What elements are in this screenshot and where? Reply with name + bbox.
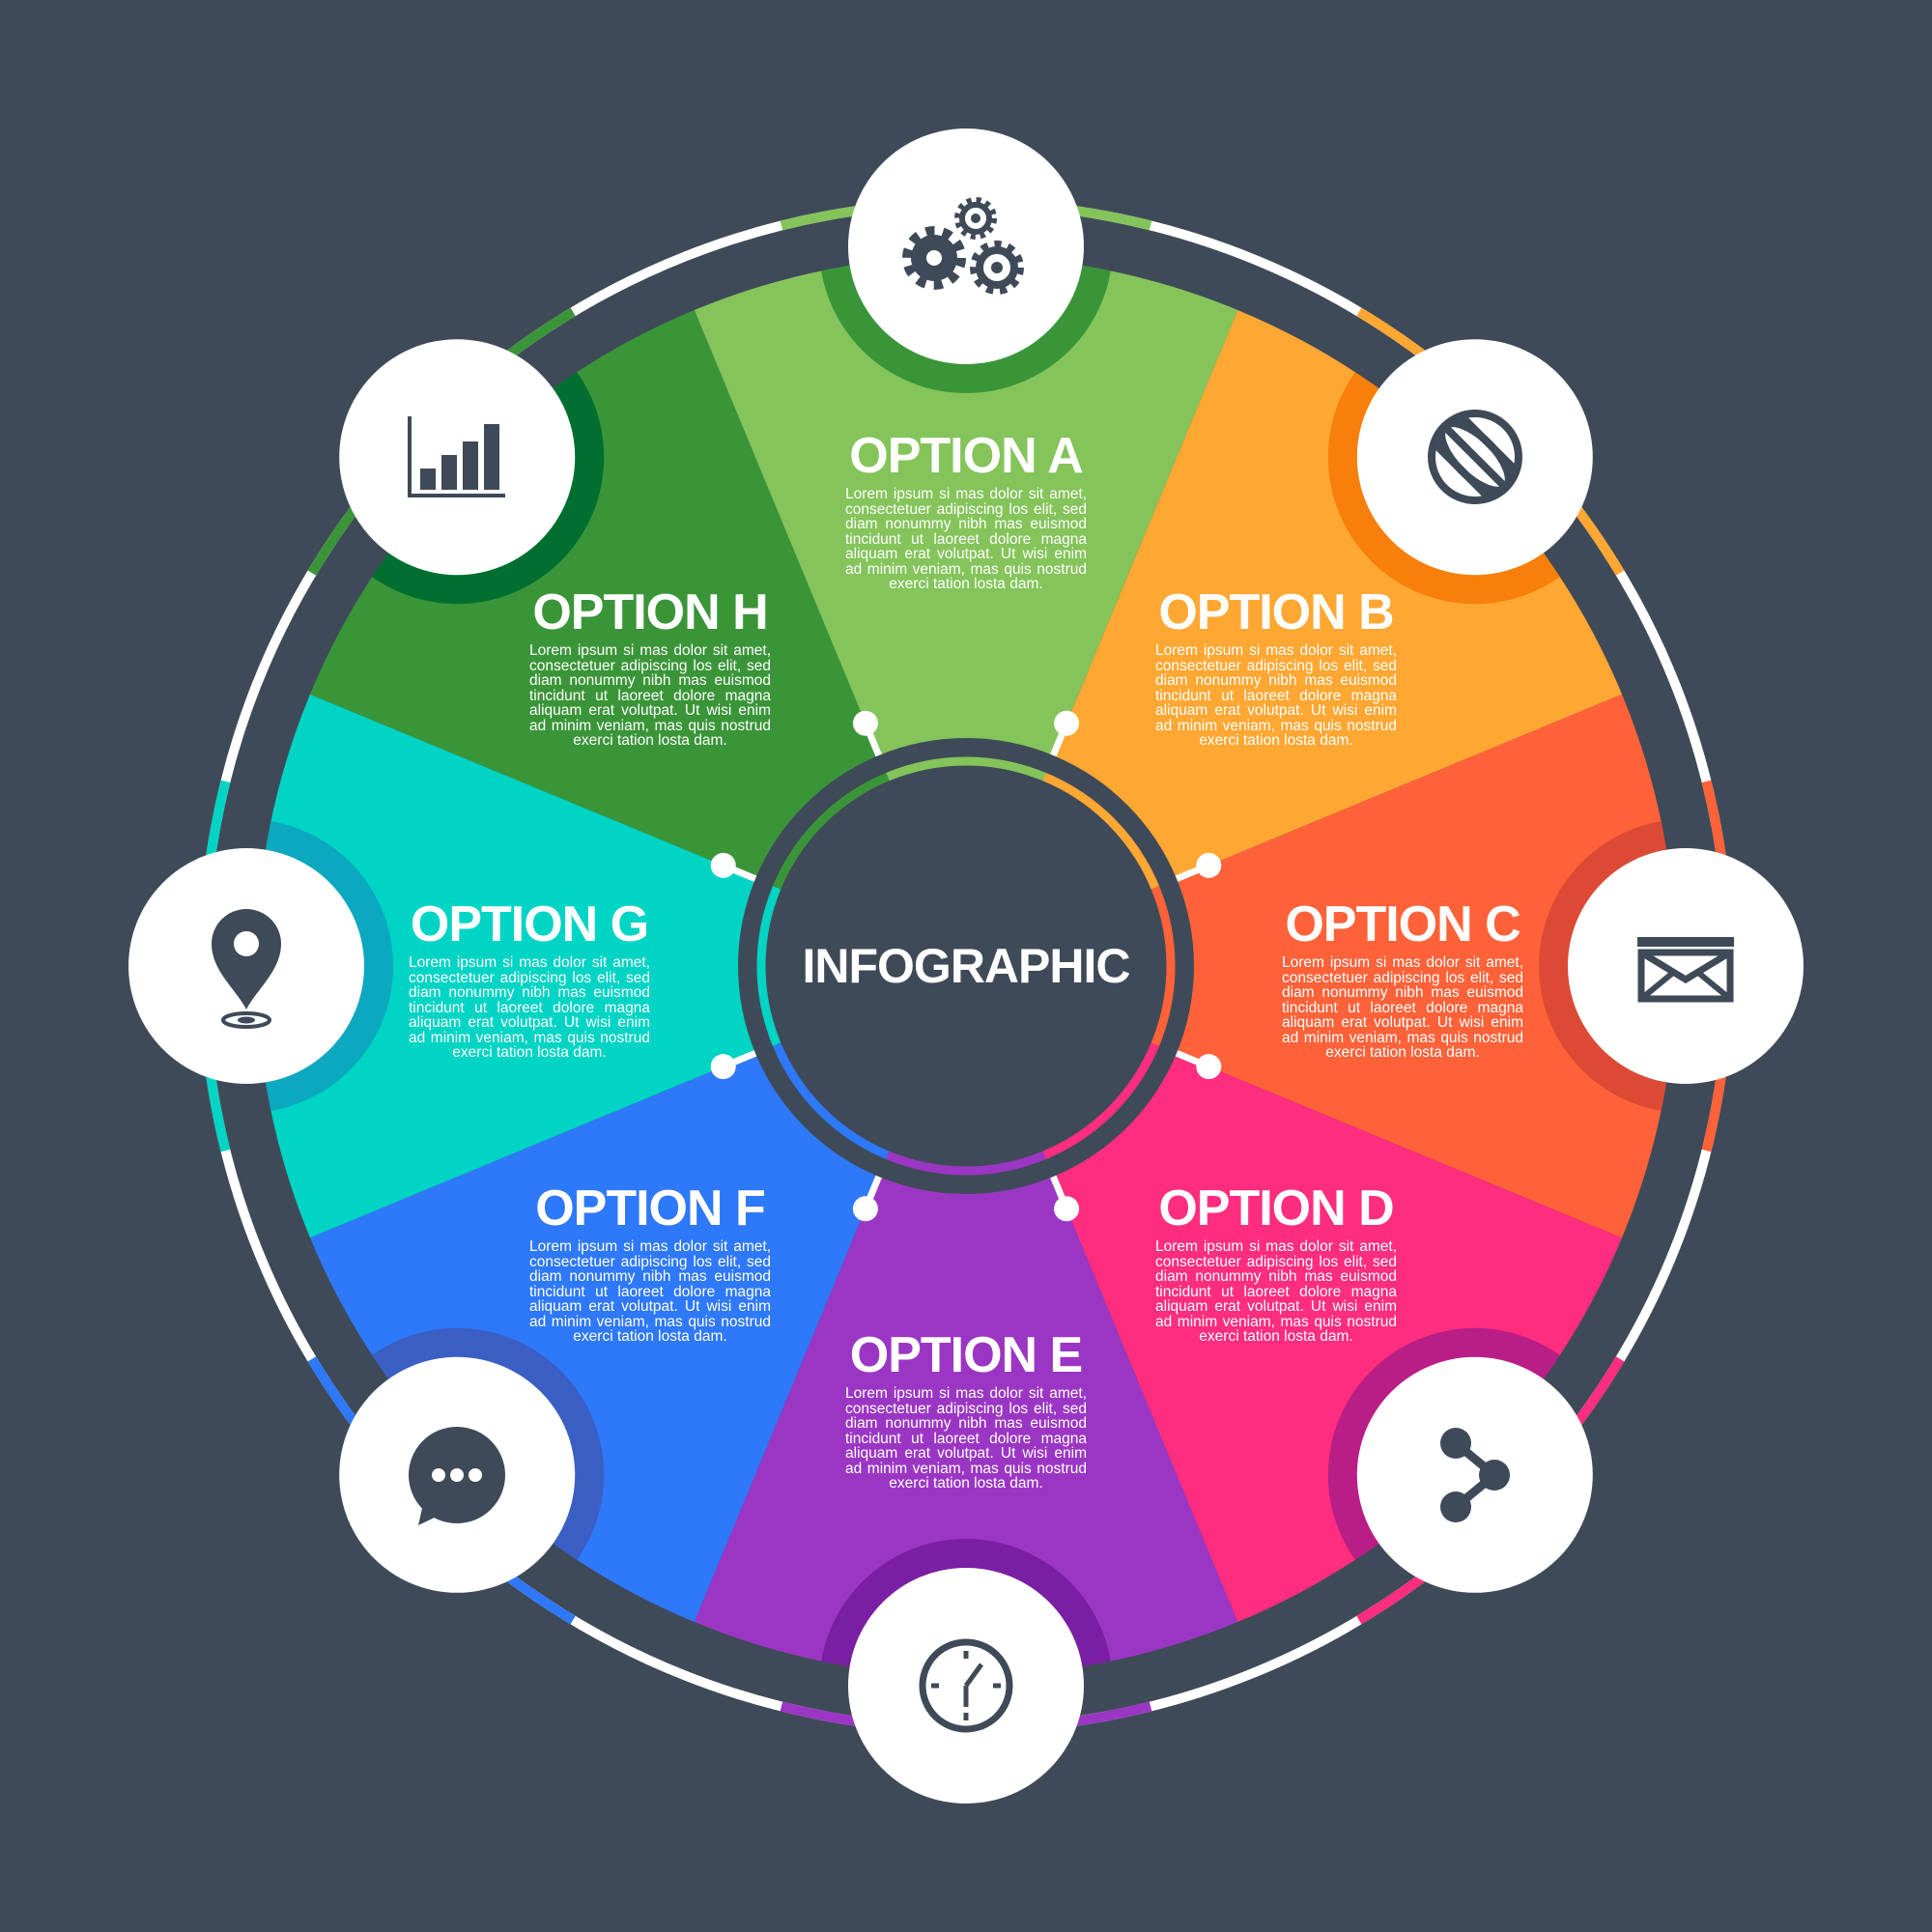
option-description: Lorem ipsum si mas dolor sit amet, conse… [529, 1238, 771, 1345]
inner-arc-f [772, 1042, 890, 1160]
inner-arc-g [756, 886, 781, 1046]
icon-circle-c [1568, 848, 1804, 1084]
envelope-icon [1637, 937, 1734, 1003]
option-a: OPTION A Lorem ipsum si mas dolor sit am… [845, 431, 1087, 592]
connector-dot [1196, 1054, 1222, 1080]
option-description: Lorem ipsum si mas dolor sit amet, conse… [845, 486, 1087, 592]
wheel-segment-a [694, 256, 1238, 966]
option-title: OPTION G [410, 896, 649, 952]
option-e: OPTION E Lorem ipsum si mas dolor sit am… [845, 1330, 1087, 1492]
option-title: OPTION D [1158, 1180, 1394, 1236]
connector-dot [852, 710, 878, 736]
option-title: OPTION H [532, 584, 768, 640]
option-title: OPTION B [1158, 584, 1394, 640]
inner-arc-a [886, 756, 1046, 781]
option-g: OPTION G Lorem ipsum si mas dolor sit am… [409, 899, 650, 1061]
icon-circle-a [848, 128, 1084, 364]
connector-dot [1054, 710, 1080, 736]
inner-arc-c [1151, 886, 1176, 1046]
globe-icon [1428, 410, 1522, 504]
option-d: OPTION D Lorem ipsum si mas dolor sit am… [1155, 1183, 1397, 1345]
option-title: OPTION C [1285, 896, 1520, 952]
option-description: Lorem ipsum si mas dolor sit amet, conse… [529, 642, 771, 749]
gears-icon [902, 197, 1024, 295]
option-description: Lorem ipsum si mas dolor sit amet, conse… [1155, 642, 1397, 749]
center-title: INFOGRAPHIC [802, 939, 1131, 993]
option-title: OPTION F [535, 1180, 766, 1236]
inner-arc-e [886, 1151, 1046, 1176]
option-description: Lorem ipsum si mas dolor sit amet, conse… [409, 954, 650, 1061]
option-b: OPTION B Lorem ipsum si mas dolor sit am… [1155, 587, 1397, 749]
bar-chart-icon [408, 416, 505, 497]
share-icon [1440, 1428, 1510, 1522]
inner-arc-h [772, 772, 890, 890]
location-pin-icon [212, 909, 281, 1029]
option-description: Lorem ipsum si mas dolor sit amet, conse… [1282, 954, 1523, 1061]
wheel-segment-c [966, 694, 1676, 1238]
connector-dot [1054, 1196, 1080, 1222]
wheel-segment-g [255, 694, 966, 1238]
option-h: OPTION H Lorem ipsum si mas dolor sit am… [529, 587, 771, 749]
connector-dot [710, 852, 736, 878]
chat-bubble-icon [409, 1427, 505, 1525]
option-description: Lorem ipsum si mas dolor sit amet, conse… [845, 1385, 1087, 1492]
center-dark-ring [738, 738, 1194, 1194]
option-title: OPTION A [849, 428, 1083, 484]
inner-arc-b [1042, 772, 1160, 890]
option-c: OPTION C Lorem ipsum si mas dolor sit am… [1282, 899, 1523, 1061]
wheel-segment-e [694, 966, 1238, 1676]
icon-circle-h [339, 339, 576, 576]
option-f: OPTION F Lorem ipsum si mas dolor sit am… [529, 1183, 771, 1345]
icon-circle-d [1356, 1356, 1593, 1593]
connector-dot [852, 1196, 878, 1222]
inner-arc-d [1042, 1042, 1160, 1160]
clock-icon [919, 1638, 1013, 1733]
connector-dot [1196, 852, 1222, 878]
connector-dot [710, 1054, 736, 1080]
option-title: OPTION E [849, 1327, 1083, 1383]
option-description: Lorem ipsum si mas dolor sit amet, conse… [1155, 1238, 1397, 1345]
